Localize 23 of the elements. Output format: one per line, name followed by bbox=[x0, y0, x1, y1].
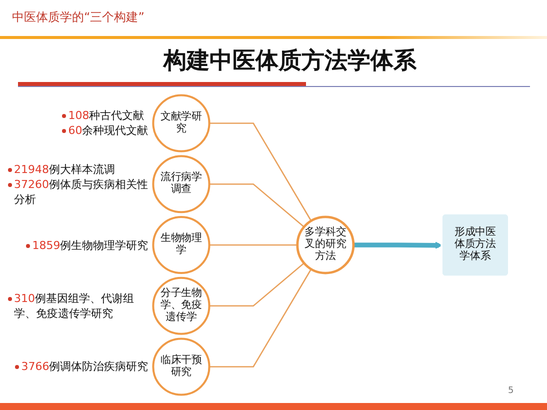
connector-line bbox=[209, 122, 312, 222]
bullet-text: 37260例体质与疾病相关性分析 bbox=[14, 176, 148, 207]
connector-line bbox=[209, 268, 312, 368]
circle-node: 生物物理学 bbox=[152, 216, 210, 274]
arrow bbox=[353, 242, 442, 249]
circle-node: 分子生物学、免疫遗传学 bbox=[152, 276, 210, 335]
circle-node: 临床干预研究 bbox=[152, 338, 210, 396]
bullet-text: 310例基因组学、代谢组学、免疫遗传学研究 bbox=[14, 290, 136, 321]
connector-line bbox=[209, 244, 298, 246]
section-heading: 中医体质学的“三个构建” bbox=[12, 9, 144, 26]
circle-node: 流行病学调查 bbox=[152, 155, 210, 214]
bullet-text: 21948例大样本流调 bbox=[14, 162, 116, 177]
circle-node: 文献学研究 bbox=[152, 94, 210, 152]
circle-node: 多学科交叉的研究方法 bbox=[296, 216, 355, 274]
connector-line bbox=[209, 262, 304, 307]
rounded-box: 形成中医体质方法学体系 bbox=[440, 212, 510, 278]
bullet-text: 108种古代文献 bbox=[68, 108, 144, 124]
bullet-text: 3766例调体防治疾病研究 bbox=[21, 359, 148, 374]
connector-line bbox=[209, 183, 304, 228]
slide-title: 构建中医体质方法学体系 bbox=[162, 47, 418, 76]
bullet-text: 1859例生物物理学研究 bbox=[32, 238, 148, 252]
page-number: 5 bbox=[508, 386, 514, 396]
bullet-text: 60余种现代文献 bbox=[68, 123, 148, 138]
